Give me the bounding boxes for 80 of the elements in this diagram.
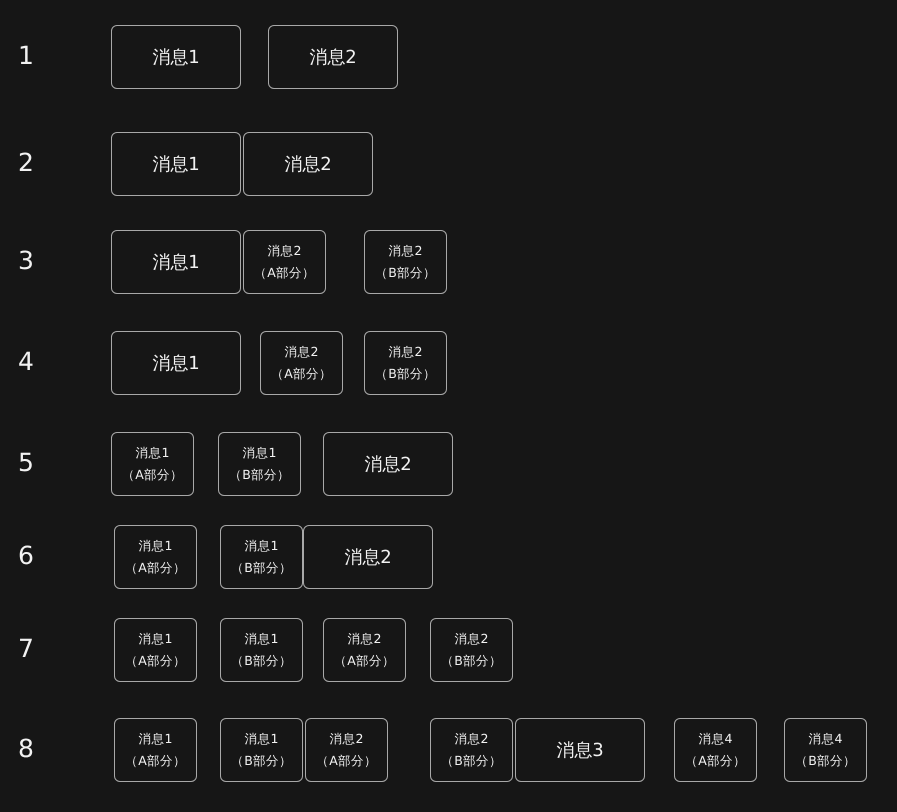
part-label: （B部分）: [231, 652, 292, 670]
row-number: 3: [18, 246, 34, 275]
message-box: [323, 432, 453, 496]
row-number: 6: [18, 541, 34, 570]
part-label: （B部分）: [231, 559, 292, 577]
message-box: [218, 432, 301, 496]
message-label: 消息1: [152, 251, 200, 274]
message-label: 消息2: [388, 343, 422, 361]
message-label: 消息2: [268, 242, 302, 260]
message-box: [305, 718, 388, 782]
message-label: 消息1: [242, 444, 276, 462]
message-label: 消息2: [284, 153, 332, 176]
part-label: （A部分）: [271, 365, 332, 383]
message-box: [260, 331, 343, 395]
row-number: 1: [18, 41, 34, 70]
message-box: [364, 331, 447, 395]
part-label: （A部分）: [685, 752, 746, 770]
message-box: [220, 525, 303, 589]
part-label: （B部分）: [441, 752, 502, 770]
message-box: [243, 230, 326, 294]
message-label: 消息2: [348, 630, 382, 648]
message-label: 消息2: [454, 730, 488, 748]
message-box: [111, 132, 241, 196]
message-box: [364, 230, 447, 294]
row-number: 4: [18, 347, 34, 376]
message-label: 消息2: [284, 343, 318, 361]
message-label: 消息1: [244, 537, 278, 555]
message-box: [515, 718, 645, 782]
message-box: [220, 718, 303, 782]
message-label: 消息1: [138, 630, 172, 648]
message-label: 消息1: [152, 46, 200, 69]
part-label: （B部分）: [229, 466, 290, 484]
row-number: 7: [18, 634, 34, 663]
message-label: 消息2: [364, 453, 412, 476]
part-label: （A部分）: [122, 466, 183, 484]
message-box: [674, 718, 757, 782]
message-box: [114, 618, 197, 682]
message-label: 消息2: [309, 46, 357, 69]
message-box: [111, 230, 241, 294]
message-box: [268, 25, 398, 89]
message-label: 消息1: [152, 153, 200, 176]
message-label: 消息1: [138, 730, 172, 748]
message-box: [114, 525, 197, 589]
part-label: （A部分）: [334, 652, 395, 670]
part-label: （A部分）: [125, 752, 186, 770]
message-label: 消息4: [698, 730, 732, 748]
part-label: （A部分）: [316, 752, 377, 770]
message-box: [220, 618, 303, 682]
message-label: 消息1: [244, 730, 278, 748]
part-label: （B部分）: [231, 752, 292, 770]
message-box: [111, 331, 241, 395]
message-box: [243, 132, 373, 196]
row-number: 8: [18, 734, 34, 763]
row-number: 2: [18, 148, 34, 177]
message-label: 消息2: [388, 242, 422, 260]
message-label: 消息1: [152, 352, 200, 375]
message-box: [430, 718, 513, 782]
message-box: [303, 525, 433, 589]
part-label: （B部分）: [375, 365, 436, 383]
message-label: 消息2: [330, 730, 364, 748]
part-label: （A部分）: [125, 652, 186, 670]
message-label: 消息3: [556, 739, 604, 762]
message-box: [323, 618, 406, 682]
message-box: [111, 25, 241, 89]
message-label: 消息2: [454, 630, 488, 648]
message-label: 消息4: [808, 730, 842, 748]
message-label: 消息1: [138, 537, 172, 555]
message-box: [111, 432, 194, 496]
message-box: [114, 718, 197, 782]
part-label: （A部分）: [125, 559, 186, 577]
message-label: 消息1: [136, 444, 170, 462]
message-box: [430, 618, 513, 682]
part-label: （B部分）: [441, 652, 502, 670]
message-box: [784, 718, 867, 782]
message-label: 消息2: [344, 546, 392, 569]
part-label: （B部分）: [375, 264, 436, 282]
part-label: （B部分）: [795, 752, 856, 770]
part-label: （A部分）: [254, 264, 315, 282]
row-number: 5: [18, 448, 34, 477]
message-label: 消息1: [244, 630, 278, 648]
